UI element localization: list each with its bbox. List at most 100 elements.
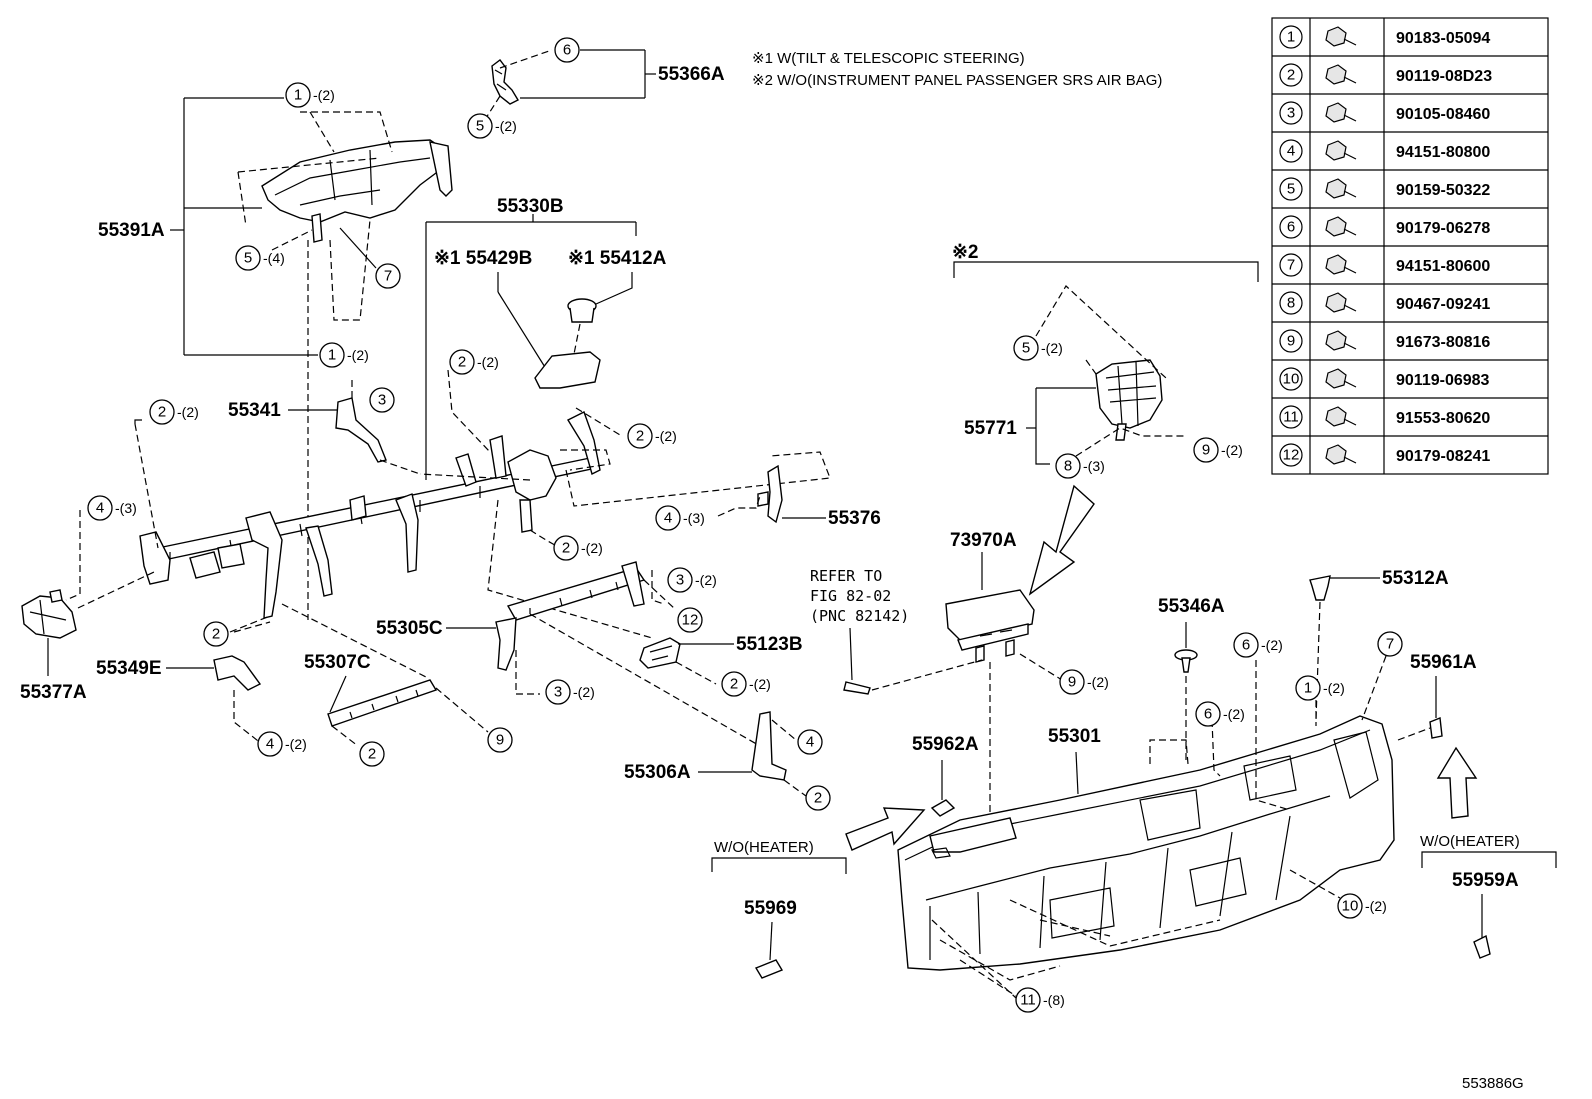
callout-circle	[149, 399, 175, 425]
table-row-part-number: 90179-06278	[1396, 220, 1490, 237]
callout-4: 4-(3)	[87, 495, 137, 521]
table-row-number: 7	[1287, 257, 1295, 274]
part-55429B[interactable]	[534, 351, 601, 389]
callout-quantity: -(2)	[1261, 637, 1283, 653]
wire-connector[interactable]	[843, 627, 871, 695]
note-1: ※1 W(TILT & TELESCOPIC STEERING)	[752, 50, 1025, 67]
callout-number: 9	[496, 732, 504, 749]
label-55123B: 55123B	[736, 634, 803, 655]
callout-number: 4	[806, 734, 814, 751]
part-55959A[interactable]	[1473, 934, 1491, 959]
part-55349E[interactable]	[213, 655, 262, 691]
part-55969[interactable]	[754, 959, 784, 979]
callout-number: 7	[1386, 636, 1394, 653]
wo-heater-right: W/O(HEATER)	[1420, 833, 1520, 850]
part-55301[interactable]	[897, 715, 1395, 971]
part-55123B[interactable]	[639, 637, 681, 669]
label-55305C: 55305C	[376, 618, 443, 639]
part-55377A[interactable]	[21, 589, 77, 639]
table-row-number: 9	[1287, 333, 1295, 350]
callout-quantity: -(2)	[1087, 674, 1109, 690]
refer-line-2: FIG 82-02	[810, 587, 891, 605]
table-row-number: 6	[1287, 219, 1295, 236]
label-55341: 55341	[228, 400, 281, 421]
label-55412A: ※1 55412A	[568, 248, 667, 269]
callout-number: 5	[1022, 340, 1030, 357]
refer-line-1: REFER TO	[810, 567, 882, 585]
callout-7: 7	[375, 263, 401, 289]
table-row-part-number: 91553-80620	[1396, 410, 1490, 427]
callout-circle	[553, 535, 579, 561]
callout-quantity: -(2)	[749, 676, 771, 692]
callout-quantity: -(2)	[177, 404, 199, 420]
callout-number: 4	[664, 510, 672, 527]
callout-number: 6	[1242, 637, 1250, 654]
label-55349E: 55349E	[96, 658, 162, 679]
callout-1: 1-(2)	[285, 82, 335, 108]
fastener-icon	[1325, 406, 1357, 427]
callout-number: 5	[244, 250, 252, 267]
callout-quantity: -(2)	[695, 572, 717, 588]
callout-circle	[655, 505, 681, 531]
table-row-number: 10	[1283, 371, 1300, 388]
callout-quantity: -(3)	[1083, 458, 1105, 474]
table-row-number-circle	[1279, 177, 1303, 201]
table-row-number: 5	[1287, 181, 1295, 198]
fastener-icon	[1325, 330, 1357, 351]
part-55376[interactable]	[757, 464, 783, 524]
callout-circle	[627, 423, 653, 449]
part-55391A[interactable]	[261, 139, 453, 243]
callout-circle	[369, 387, 395, 413]
callout-2: 2	[203, 621, 229, 647]
callout-number: 2	[368, 746, 376, 763]
part-55306A[interactable]	[751, 711, 787, 781]
part-55412A[interactable]	[567, 298, 597, 323]
diagram-id: 553886G	[1462, 1075, 1524, 1092]
table-row-part-number: 90119-06983	[1396, 372, 1490, 389]
callout-circle	[487, 727, 513, 753]
part-steering-support-beam[interactable]	[139, 411, 601, 619]
part-55346A[interactable]	[1174, 649, 1198, 673]
callout-9: 9-(2)	[1059, 669, 1109, 695]
callout-number: 12	[682, 612, 699, 629]
label-55306A: 55306A	[624, 762, 691, 783]
callout-5: 5-(2)	[1013, 335, 1063, 361]
part-55366A[interactable]	[491, 59, 519, 105]
part-55771[interactable]	[1095, 359, 1163, 441]
label-55961A: 55961A	[1410, 652, 1477, 673]
table-row-number-circle	[1279, 405, 1303, 429]
callout-6: 6	[554, 37, 580, 63]
part-73970A[interactable]	[945, 589, 1035, 663]
callout-circle	[1055, 453, 1081, 479]
callout-circle	[1059, 669, 1085, 695]
part-55307C[interactable]	[327, 679, 438, 727]
callout-circle	[1377, 631, 1403, 657]
table-row-number-circle	[1279, 25, 1303, 49]
callout-number: 2	[814, 790, 822, 807]
callout-4: 4-(3)	[655, 505, 705, 531]
callout-number: 7	[384, 268, 392, 285]
callout-number: 1	[328, 347, 336, 364]
part-55312A[interactable]	[1309, 575, 1331, 601]
fastener-icon	[1325, 254, 1357, 275]
callout-number: 3	[676, 572, 684, 589]
part-55305C[interactable]	[495, 561, 646, 671]
table-row-part-number: 90105-08460	[1396, 106, 1490, 123]
callout-7: 7	[1377, 631, 1403, 657]
callout-circle	[1195, 701, 1221, 727]
fastener-icon	[1325, 444, 1357, 465]
callout-circle	[1013, 335, 1039, 361]
callout-circle	[359, 741, 385, 767]
part-55962A[interactable]	[930, 799, 956, 817]
callout-circle	[797, 729, 823, 755]
callout-5: 5 -(4)	[235, 245, 285, 271]
callout-circle	[1295, 675, 1321, 701]
callout-9: 9-(2)	[1193, 437, 1243, 463]
callout-1: 1-(2)	[319, 342, 369, 368]
arrow-right-55962A	[845, 807, 926, 851]
callout-quantity: -(4)	[263, 250, 285, 266]
table-row-part-number: 90183-05094	[1396, 30, 1490, 47]
callout-12: 12	[677, 607, 703, 633]
part-55961A[interactable]	[1429, 717, 1443, 739]
